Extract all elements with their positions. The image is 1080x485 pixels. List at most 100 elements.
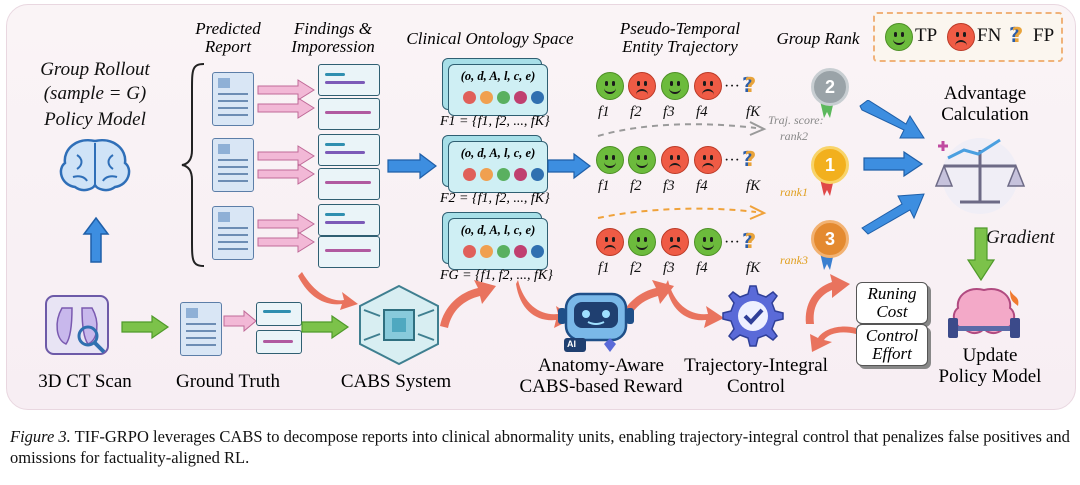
- fn-face-icon: [694, 146, 722, 174]
- magnifier-icon: [531, 168, 544, 181]
- cabs-system-icon: [359, 284, 439, 366]
- f-label: f2: [630, 104, 642, 120]
- f-label: f1: [598, 260, 610, 276]
- ontology-set-f2: F2 = {f1, f2, ..., fK}: [440, 191, 550, 206]
- green-down-arrow-icon: [966, 227, 996, 282]
- gradient-label: Gradient: [986, 227, 1055, 248]
- f-label: f4: [696, 178, 708, 194]
- impression-card: [318, 98, 380, 130]
- rank-label-3: rank3: [780, 253, 808, 267]
- f-label: f3: [663, 178, 675, 194]
- group-rollout-label: Group Rollout: [40, 59, 150, 80]
- fn-face-icon: [661, 146, 689, 174]
- f-label: f4: [696, 104, 708, 120]
- trajectory-dashed-arrow-grey: [597, 121, 767, 137]
- f-label: f2: [630, 260, 642, 276]
- figure-caption: Figure 3. TIF-GRPO leverages CABS to dec…: [10, 426, 1074, 469]
- tp-face-icon: [885, 23, 913, 51]
- ellipsis: ···: [724, 234, 740, 251]
- tp-face-icon: [596, 146, 624, 174]
- pink-arrow-icon: [257, 145, 315, 185]
- medal-gold-icon: 1: [811, 146, 849, 184]
- fp-question-icon: ??: [1009, 23, 1024, 47]
- ground-truth-label: Ground Truth: [176, 371, 280, 392]
- header-findings: Findings & Imporession: [291, 19, 375, 56]
- f-label: f1: [598, 178, 610, 194]
- fn-face-icon: [694, 72, 722, 100]
- traj-score-label: Traj. score:: [768, 113, 824, 127]
- header-ontology: Clinical Ontology Space: [406, 29, 574, 48]
- trajectory-dashed-arrow-orange: [597, 205, 767, 220]
- fn-face-icon: [947, 23, 975, 51]
- red-curved-arrow-icon: [810, 326, 856, 352]
- red-curved-arrow-icon: [805, 274, 850, 324]
- legend-fn: FN: [977, 25, 1002, 46]
- impression-card: [318, 236, 380, 268]
- gt-impression-card: [256, 330, 302, 354]
- blue-arrow-icon: [387, 152, 437, 180]
- findings-card: [318, 204, 380, 236]
- organ-icon: [497, 168, 510, 181]
- control-effort-box: Control Effort: [856, 324, 928, 366]
- f-label: fK: [746, 260, 761, 276]
- ontology-set-fg: FG = {f1, f2, ..., fK}: [440, 268, 553, 283]
- f-label: f1: [598, 104, 610, 120]
- report-doc-icon: [212, 206, 254, 260]
- brain-icon: [59, 138, 131, 192]
- f-label: f3: [663, 104, 675, 120]
- blue-arrow-icon: [547, 152, 591, 180]
- policy-model-label: Policy Model: [44, 109, 146, 130]
- impression-card: [318, 168, 380, 200]
- ontology-tuple: (o, d, A, l, c, e): [460, 146, 536, 160]
- robot-ai-badge: AI: [567, 339, 576, 349]
- green-arrow-icon: [121, 314, 170, 340]
- header-predicted-report: Predicted Report: [195, 19, 261, 56]
- rank-label-1: rank1: [780, 185, 808, 199]
- gt-findings-card: [256, 302, 302, 326]
- sample-label: (sample = G): [43, 83, 147, 104]
- red-curved-arrow-icon: [666, 280, 724, 328]
- balance-scale-icon: [934, 138, 1026, 214]
- report-doc-icon: [212, 138, 254, 192]
- ellipsis: ···: [724, 78, 740, 95]
- rank-label-2: rank2: [780, 129, 808, 143]
- legend-fp: FP: [1033, 25, 1055, 46]
- magnifier-icon: [531, 245, 544, 258]
- green-arrow-icon: [301, 314, 350, 340]
- fn-face-icon: [661, 228, 689, 256]
- brace-icon: [181, 63, 205, 267]
- heart-icon: [463, 168, 476, 181]
- lung-icon: [480, 168, 493, 181]
- pink-arrow-icon: [257, 79, 315, 119]
- blue-arrow-icon: [859, 100, 925, 139]
- lung-icon: [480, 245, 493, 258]
- findings-card: [318, 134, 380, 166]
- red-curved-arrow-icon: [618, 280, 674, 328]
- tp-face-icon: [596, 72, 624, 100]
- control-label: Trajectory-Integral Control: [684, 355, 828, 397]
- tp-face-icon: [661, 72, 689, 100]
- heart-icon: [463, 245, 476, 258]
- brain-dumbbell-icon: [948, 288, 1020, 338]
- pink-arrow-icon: [257, 213, 315, 253]
- location-pin-icon: [514, 91, 527, 104]
- legend-tp: TP: [915, 25, 938, 46]
- blue-arrow-icon: [863, 150, 924, 178]
- red-curved-arrow-icon: [440, 280, 496, 328]
- ct-scan-icon: [45, 295, 109, 355]
- reward-label: Anatomy-Aware CABS-based Reward: [519, 355, 683, 397]
- report-doc-icon: [212, 72, 254, 126]
- update-policy-label: Update Policy Model: [938, 345, 1042, 387]
- cabs-system-label: CABS System: [340, 371, 452, 392]
- caption-prefix: Figure 3.: [10, 427, 71, 446]
- ontology-set-f1: F1 = {f1, f2, ..., fK}: [440, 114, 550, 129]
- running-cost-box: Runing Cost: [856, 282, 928, 324]
- ontology-tuple: (o, d, A, l, c, e): [460, 223, 536, 237]
- f-label: fK: [746, 178, 761, 194]
- location-pin-icon: [514, 245, 527, 258]
- lung-icon: [480, 91, 493, 104]
- gear-check-icon: [722, 285, 784, 347]
- fp-question-icon: ??: [742, 147, 757, 171]
- ontology-tuple: (o, d, A, l, c, e): [460, 69, 536, 83]
- tp-face-icon: [694, 228, 722, 256]
